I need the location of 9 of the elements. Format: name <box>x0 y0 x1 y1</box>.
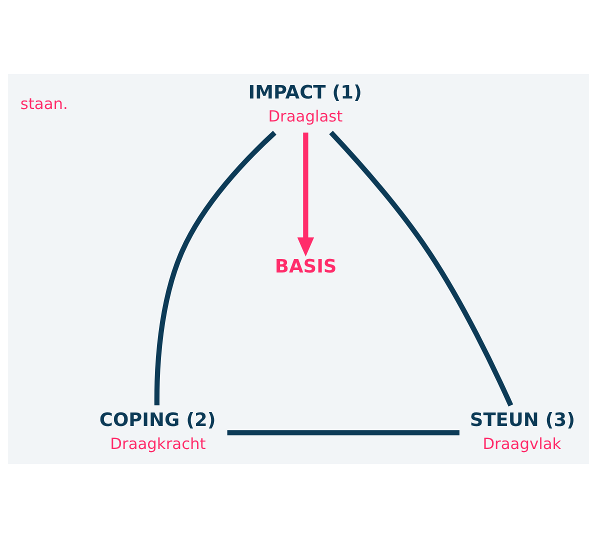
node-text: COPING (2) Draagkracht <box>99 410 216 454</box>
node-text: BASIS <box>274 256 337 278</box>
node-text: STEUN (3) Draagvlak <box>470 410 576 454</box>
node-text: IMPACT (1) Draaglast <box>248 82 362 126</box>
connector <box>227 430 460 436</box>
arrow <box>297 132 314 257</box>
label: staan. <box>20 94 68 113</box>
connector <box>329 130 514 407</box>
connector <box>154 130 276 406</box>
